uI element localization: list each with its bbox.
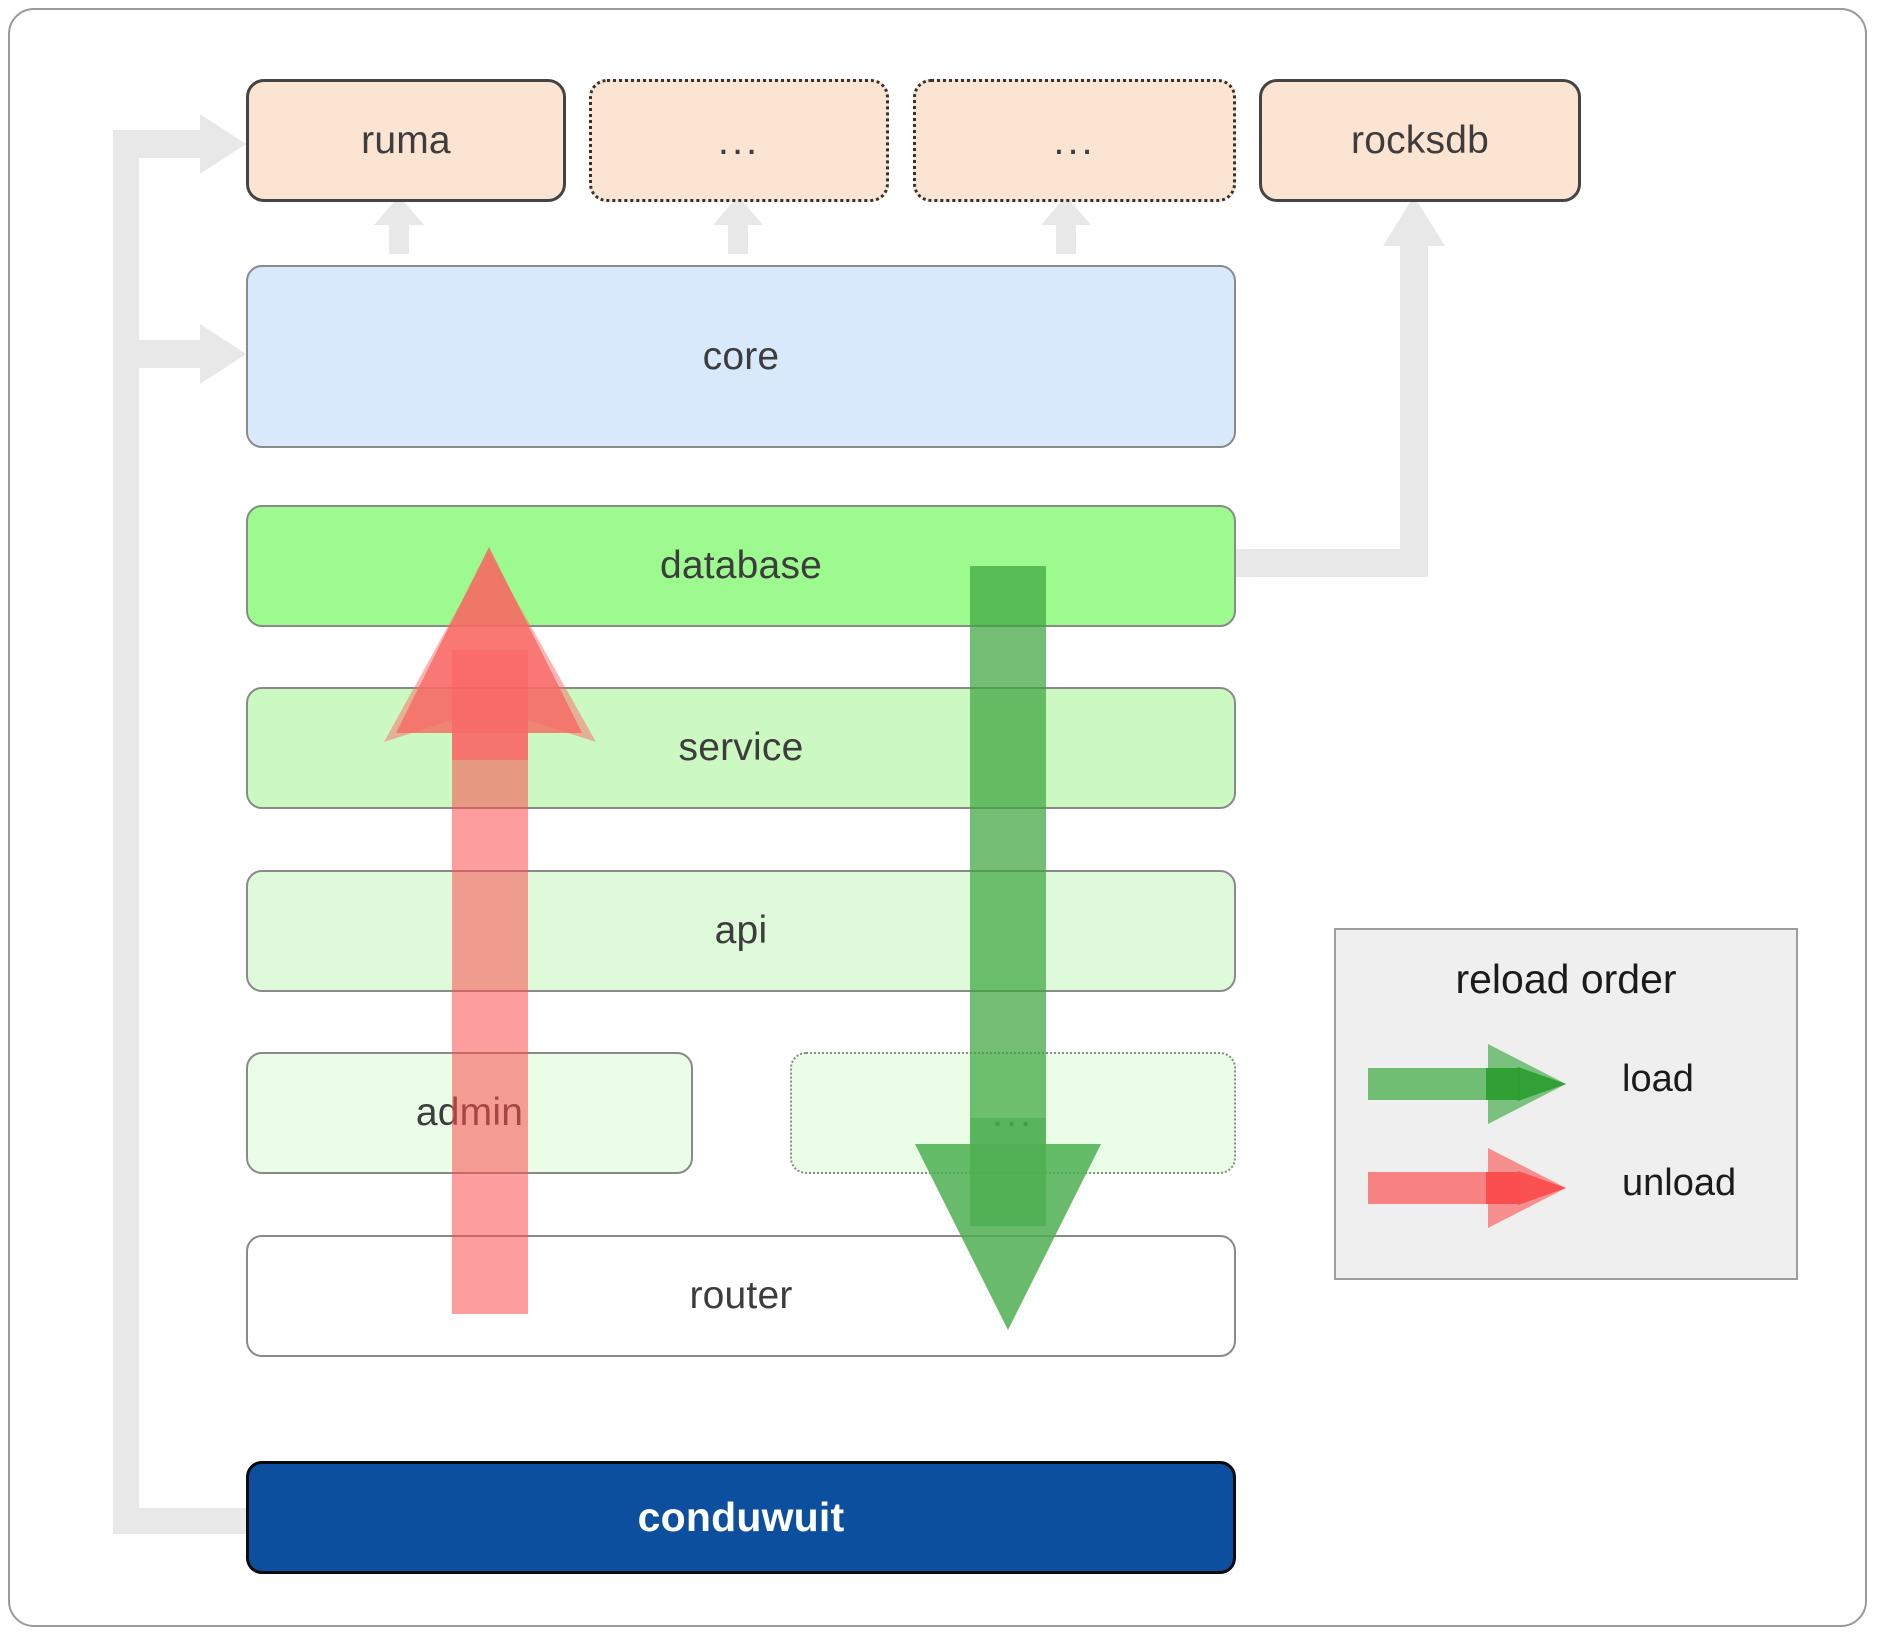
- load-legend-arrow: [1368, 1044, 1566, 1124]
- layer-label-database: database: [659, 544, 823, 587]
- layer-box-admin[interactable]: admin: [246, 1052, 693, 1174]
- unload-legend-arrow: [1368, 1148, 1566, 1228]
- legend-title: reload order: [1455, 956, 1677, 1002]
- root-box-conduwuit[interactable]: conduwuit: [246, 1461, 1236, 1574]
- layer-label-more: ...: [991, 1091, 1035, 1135]
- diagram-frame: [8, 8, 1867, 1627]
- layer-box-more[interactable]: ...: [790, 1052, 1236, 1174]
- layer-box-router[interactable]: router: [246, 1235, 1236, 1357]
- layer-label-admin: admin: [415, 1091, 524, 1134]
- layer-label-service: service: [678, 726, 804, 769]
- legend-label-load: load: [1622, 1058, 1694, 1100]
- layer-box-service[interactable]: service: [246, 687, 1236, 809]
- layer-label-router: router: [689, 1274, 793, 1317]
- layer-label-api: api: [714, 909, 768, 952]
- dependency-label-ellipsis-2: ...: [1053, 118, 1096, 163]
- layer-box-api[interactable]: api: [246, 870, 1236, 992]
- core-box[interactable]: core: [246, 265, 1236, 448]
- legend-row-load: load: [1336, 1040, 1800, 1130]
- dependency-box-ellipsis-1[interactable]: ...: [589, 79, 889, 202]
- core-label: core: [702, 334, 780, 378]
- legend-panel: reload order load unload: [1334, 928, 1798, 1280]
- layer-box-database[interactable]: database: [246, 505, 1236, 627]
- dependency-label-rocksdb: rocksdb: [1351, 118, 1489, 162]
- dependency-box-rocksdb[interactable]: rocksdb: [1259, 79, 1581, 202]
- legend-label-unload: unload: [1622, 1162, 1737, 1204]
- dependency-label-ruma: ruma: [361, 118, 451, 162]
- dependency-label-ellipsis-1: ...: [717, 118, 761, 163]
- dependency-box-ellipsis-2[interactable]: ...: [913, 79, 1236, 202]
- legend-row-unload: unload: [1336, 1144, 1800, 1234]
- root-label-conduwuit: conduwuit: [637, 1494, 845, 1540]
- dependency-box-ruma[interactable]: ruma: [246, 79, 566, 202]
